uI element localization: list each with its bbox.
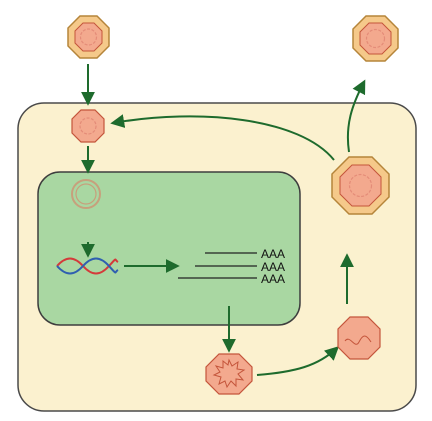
mrna-polya-label: AAA [261, 260, 285, 274]
viral-genome-circle [71, 179, 101, 209]
incoming-virion [67, 15, 110, 59]
mrna-polya-label: AAA [261, 272, 285, 286]
arrow-to-maturation [256, 346, 340, 376]
mrna-polya-label: AAA [261, 247, 285, 261]
mrna-transcripts: AAA AAA AAA [178, 247, 285, 286]
assembling-capsid [205, 353, 253, 395]
cytoplasmic-capsid [71, 109, 105, 143]
maturing-capsid [337, 316, 381, 360]
arrow-release [346, 79, 366, 153]
nucleus [37, 171, 301, 326]
released-virion [352, 15, 399, 62]
dna-helix [56, 257, 119, 275]
arrow-recycle [110, 114, 335, 161]
enveloped-virion [331, 156, 390, 215]
